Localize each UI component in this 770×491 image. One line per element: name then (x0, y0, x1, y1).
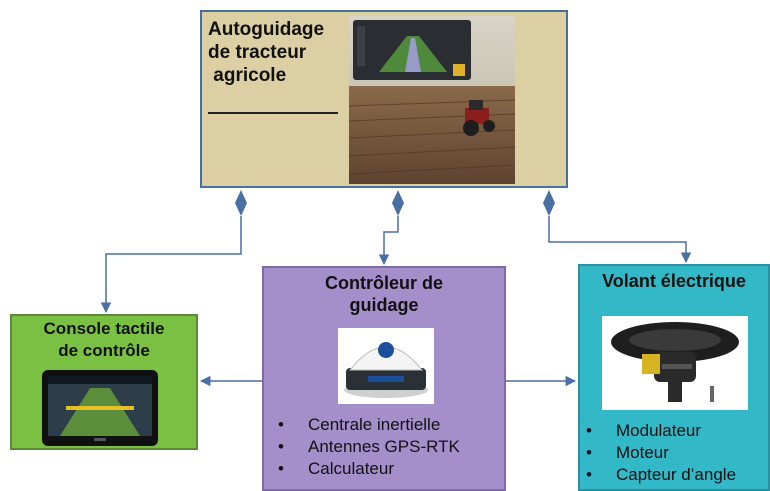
console-title: Console tactile de contrôle (43, 319, 165, 360)
steering-item: Modulateur (580, 420, 736, 442)
tractor-field-image (349, 16, 515, 184)
link-top-to-steering (543, 190, 692, 264)
steering-item: Moteur (580, 442, 736, 464)
touch-console-image (42, 370, 158, 446)
autoguidage-box: Autoguidage de tracteur agricole (200, 10, 568, 188)
controller-item: Centrale inertielle (272, 414, 460, 436)
controller-box: Contrôleur de guidage Centrale inertiell… (262, 266, 506, 491)
controller-components: Centrale inertielle Antennes GPS-RTK Cal… (272, 414, 460, 480)
steering-title: Volant électrique (602, 271, 746, 291)
title-underline (208, 112, 338, 114)
steering-item: Capteur d’angle (580, 464, 736, 486)
autoguidage-title: Autoguidage de tracteur agricole (208, 19, 325, 86)
steering-box: Volant électrique Modulateur Moteur Capt… (578, 264, 770, 491)
controller-item: Antennes GPS-RTK (272, 436, 460, 458)
link-top-to-controller (378, 190, 404, 266)
electric-steering-wheel-image (602, 316, 748, 410)
controller-title: Contrôleur de guidage (324, 273, 443, 315)
console-box: Console tactile de contrôle (10, 314, 198, 450)
link-top-to-console (100, 190, 247, 314)
steering-components: Modulateur Moteur Capteur d’angle (580, 420, 736, 486)
gps-receiver-image (338, 328, 434, 404)
controller-item: Calculateur (272, 458, 460, 480)
